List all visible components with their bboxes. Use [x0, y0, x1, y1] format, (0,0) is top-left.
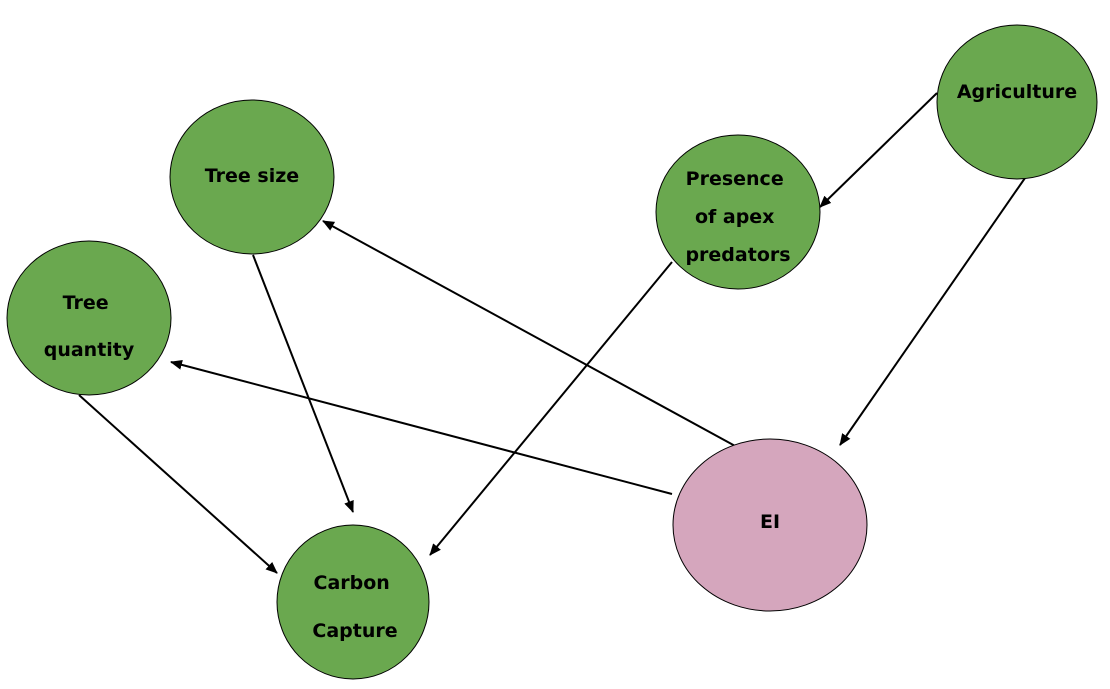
arrow-ei-to-tree-quantity	[170, 359, 673, 495]
node-apex-predators: Presence of apex predators	[655, 134, 821, 290]
node-ei-label: EI	[760, 511, 780, 533]
arrow-apex-predators-to-carbon-capture	[429, 261, 673, 556]
node-ei: EI	[672, 438, 868, 612]
node-apex-predators-label: Presence of apex predators	[685, 168, 790, 266]
node-carbon-capture-label: Carbon Capture	[312, 572, 397, 642]
arrow-ei-to-tree-size	[322, 220, 738, 448]
node-agriculture-label: Agriculture	[957, 81, 1077, 103]
node-carbon-capture-circle	[276, 524, 430, 680]
node-tree-quantity-circle	[6, 240, 172, 396]
node-tree-size: Tree size	[169, 99, 335, 255]
arrow-tree-size-to-carbon-capture	[252, 254, 354, 513]
node-apex-predators-circle	[655, 134, 821, 290]
arrow-agriculture-to-apex-predators	[819, 92, 938, 208]
node-agriculture-circle	[936, 24, 1098, 180]
node-agriculture: Agriculture	[936, 24, 1098, 180]
node-tree-quantity-label: Tree quantity	[44, 292, 135, 361]
node-carbon-capture: Carbon Capture	[276, 524, 430, 680]
node-tree-quantity: Tree quantity	[6, 240, 172, 396]
node-tree-size-circle	[169, 99, 335, 255]
node-tree-size-label: Tree size	[205, 165, 299, 187]
arrow-tree-quantity-to-carbon-capture	[78, 394, 278, 574]
edges-layer	[78, 92, 1026, 574]
node-ei-circle	[672, 438, 868, 612]
arrow-agriculture-to-ei	[839, 177, 1026, 446]
